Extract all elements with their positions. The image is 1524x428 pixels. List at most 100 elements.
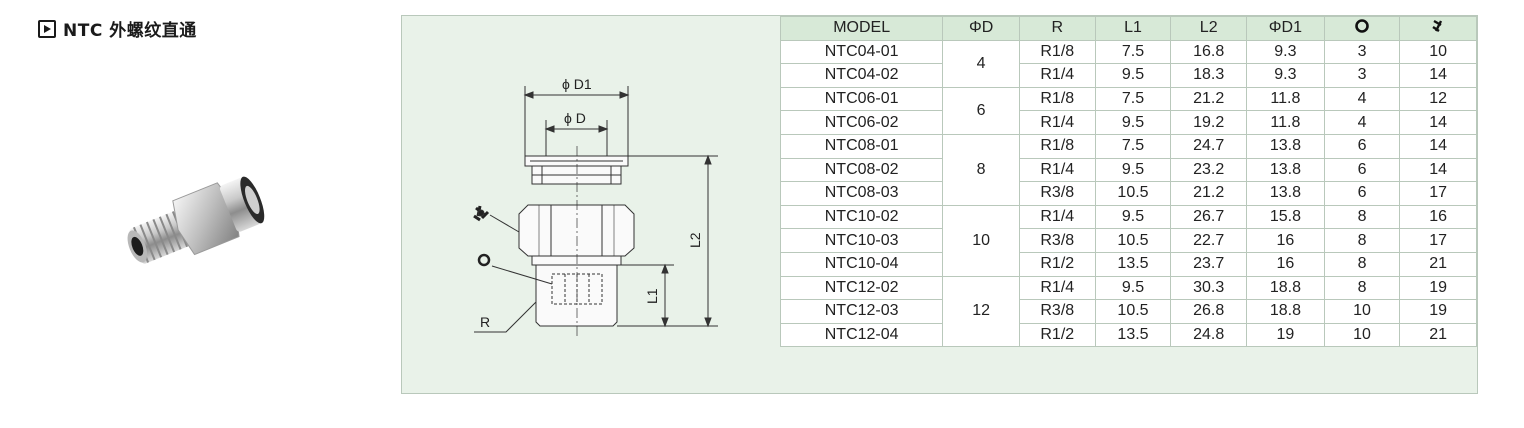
cell-model: NTC06-02 bbox=[779, 110, 944, 135]
table-row: NTC12-03 R3/8 10.5 26.8 18.8 10 19 bbox=[779, 299, 1477, 324]
cell-l2: 21.2 bbox=[1170, 181, 1248, 206]
cell-r: R1/4 bbox=[1018, 157, 1096, 183]
cell-l1: 9.5 bbox=[1094, 63, 1172, 88]
cell-l1: 13.5 bbox=[1094, 251, 1172, 277]
cell-l2: 26.8 bbox=[1170, 299, 1248, 324]
cell-o-ring: 8 bbox=[1323, 204, 1401, 230]
table-row: NTC06-02 R1/4 9.5 19.2 11.8 4 14 bbox=[779, 110, 1477, 135]
cell-r: R1/4 bbox=[1018, 275, 1096, 301]
table-row: NTC12-02 12 R1/4 9.5 30.3 18.8 8 19 bbox=[779, 275, 1477, 348]
cell-l1: 9.5 bbox=[1094, 275, 1172, 301]
cell-wrench: 17 bbox=[1399, 181, 1477, 206]
cell-wrench: 16 bbox=[1399, 204, 1477, 230]
cell-phi-d: 12 bbox=[942, 275, 1020, 348]
section-title: NTC 外螺纹直通 bbox=[38, 16, 197, 41]
cell-phi-d: 4 bbox=[942, 39, 1020, 88]
phi-d1-label: ϕ D1 bbox=[562, 76, 592, 92]
cell-o-ring: 6 bbox=[1323, 157, 1401, 183]
table-row: NTC06-01 6 R1/8 7.5 21.2 11.8 4 12 bbox=[779, 86, 1477, 135]
header-phi-d: ΦD bbox=[942, 16, 1020, 41]
spec-panel: ϕ D1 ϕ D L2 bbox=[401, 15, 1478, 394]
cell-l1: 10.5 bbox=[1094, 181, 1172, 206]
cell-wrench: 21 bbox=[1399, 322, 1477, 348]
cell-phi-d1: 11.8 bbox=[1246, 110, 1325, 135]
cell-l2: 23.2 bbox=[1170, 157, 1248, 183]
play-triangle-icon bbox=[38, 19, 56, 38]
cell-model: NTC04-02 bbox=[779, 63, 944, 88]
cell-o-ring: 4 bbox=[1323, 86, 1401, 112]
wrench-icon bbox=[1432, 19, 1443, 32]
cell-o-ring: 10 bbox=[1323, 322, 1401, 348]
cell-phi-d1: 19 bbox=[1246, 322, 1325, 348]
cell-o-ring: 3 bbox=[1323, 63, 1401, 88]
cell-l1: 9.5 bbox=[1094, 110, 1172, 135]
o-ring-icon bbox=[1355, 18, 1369, 33]
header-l1: L1 bbox=[1094, 16, 1172, 41]
cell-l1: 7.5 bbox=[1094, 133, 1172, 159]
cell-wrench: 14 bbox=[1399, 63, 1477, 88]
table-row: NTC10-02 10 R1/4 9.5 26.7 15.8 8 16 bbox=[779, 204, 1477, 277]
cell-r: R1/2 bbox=[1018, 322, 1096, 348]
cell-model: NTC08-02 bbox=[779, 157, 944, 183]
cell-model: NTC08-03 bbox=[779, 181, 944, 206]
cell-r: R1/8 bbox=[1018, 39, 1096, 65]
table-row: NTC08-02 R1/4 9.5 23.2 13.8 6 14 bbox=[779, 157, 1477, 183]
cell-l2: 30.3 bbox=[1170, 275, 1248, 301]
cell-r: R3/8 bbox=[1018, 181, 1096, 206]
cell-model: NTC12-04 bbox=[779, 322, 944, 348]
cell-l1: 10.5 bbox=[1094, 299, 1172, 324]
cell-r: R3/8 bbox=[1018, 299, 1096, 324]
cell-model: NTC04-01 bbox=[779, 39, 944, 65]
cell-r: R1/4 bbox=[1018, 63, 1096, 88]
cell-o-ring: 6 bbox=[1323, 181, 1401, 206]
table-row: NTC12-04 R1/2 13.5 24.8 19 10 21 bbox=[779, 322, 1477, 348]
cell-phi-d: 8 bbox=[942, 133, 1020, 206]
cell-l2: 19.2 bbox=[1170, 110, 1248, 135]
cell-phi-d1: 13.8 bbox=[1246, 157, 1325, 183]
cell-r: R3/8 bbox=[1018, 228, 1096, 253]
cell-wrench: 14 bbox=[1399, 110, 1477, 135]
cell-phi-d1: 13.8 bbox=[1246, 181, 1325, 206]
cell-model: NTC10-03 bbox=[779, 228, 944, 253]
table-row: NTC04-01 4 R1/8 7.5 16.8 9.3 3 10 bbox=[779, 39, 1477, 88]
cell-r: R1/2 bbox=[1018, 251, 1096, 277]
table-row: NTC04-02 R1/4 9.5 18.3 9.3 3 14 bbox=[779, 63, 1477, 88]
cell-l1: 7.5 bbox=[1094, 86, 1172, 112]
cell-l2: 22.7 bbox=[1170, 228, 1248, 253]
cell-model: NTC06-01 bbox=[779, 86, 944, 112]
cell-l2: 26.7 bbox=[1170, 204, 1248, 230]
cell-phi-d1: 18.8 bbox=[1246, 275, 1325, 301]
r-label: R bbox=[480, 314, 490, 330]
cell-model: NTC10-02 bbox=[779, 204, 944, 230]
cell-wrench: 12 bbox=[1399, 86, 1477, 112]
header-l2: L2 bbox=[1170, 16, 1248, 41]
cell-l2: 24.7 bbox=[1170, 133, 1248, 159]
cell-phi-d1: 13.8 bbox=[1246, 133, 1325, 159]
technical-drawing: ϕ D1 ϕ D L2 bbox=[473, 76, 718, 336]
cell-phi-d: 10 bbox=[942, 204, 1020, 277]
cell-phi-d: 6 bbox=[942, 86, 1020, 135]
cell-wrench: 14 bbox=[1399, 133, 1477, 159]
cell-model: NTC12-03 bbox=[779, 299, 944, 324]
cell-r: R1/4 bbox=[1018, 110, 1096, 135]
header-model: MODEL bbox=[779, 16, 944, 41]
header-wrench bbox=[1399, 16, 1477, 41]
table-row: NTC08-01 8 R1/8 7.5 24.7 13.8 6 14 bbox=[779, 133, 1477, 206]
cell-l2: 16.8 bbox=[1170, 39, 1248, 65]
spec-table: MODEL ΦD R L1 L2 ΦD1 NTC04-01 4 bbox=[779, 16, 1477, 348]
cell-l1: 13.5 bbox=[1094, 322, 1172, 348]
cell-r: R1/8 bbox=[1018, 86, 1096, 112]
cell-r: R1/8 bbox=[1018, 133, 1096, 159]
phi-d-label: ϕ D bbox=[564, 110, 586, 126]
cell-wrench: 10 bbox=[1399, 39, 1477, 65]
cell-l2: 24.8 bbox=[1170, 322, 1248, 348]
cell-l2: 18.3 bbox=[1170, 63, 1248, 88]
cell-o-ring: 4 bbox=[1323, 110, 1401, 135]
l2-label: L2 bbox=[687, 232, 703, 248]
cell-phi-d1: 9.3 bbox=[1246, 39, 1325, 65]
cell-r: R1/4 bbox=[1018, 204, 1096, 230]
table-header-row: MODEL ΦD R L1 L2 ΦD1 bbox=[779, 16, 1477, 41]
cell-l1: 9.5 bbox=[1094, 157, 1172, 183]
table-row: NTC10-04 R1/2 13.5 23.7 16 8 21 bbox=[779, 251, 1477, 277]
cell-phi-d1: 16 bbox=[1246, 228, 1325, 253]
